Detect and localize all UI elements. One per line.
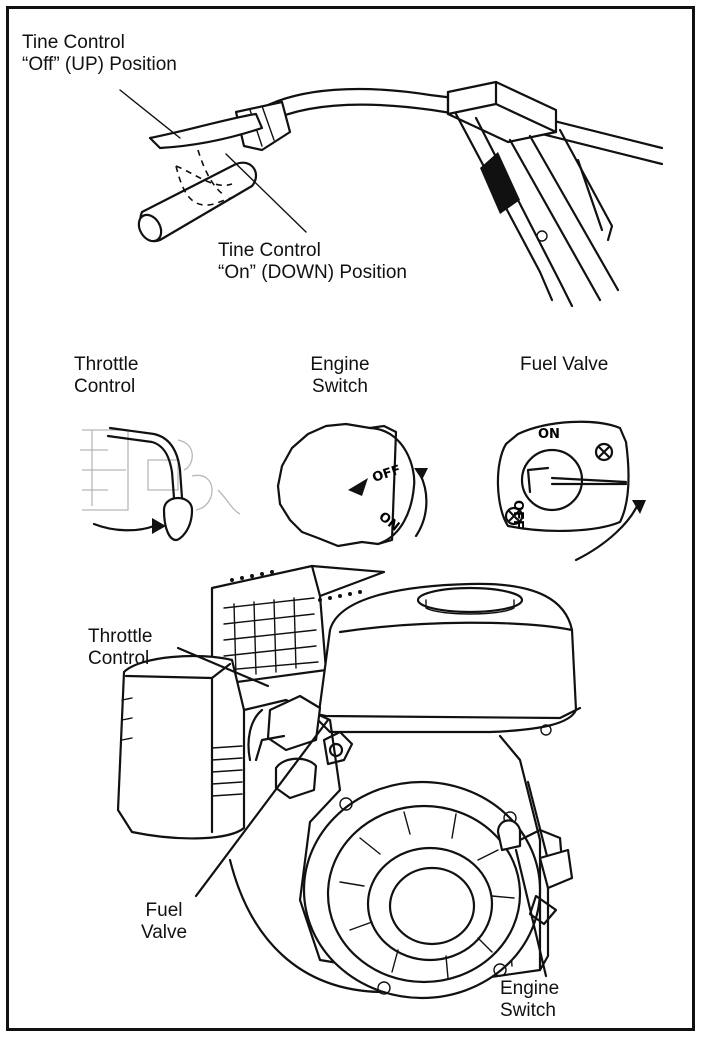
engine-switch-knob-icon: OFF ON: [276, 422, 428, 548]
engine-throttle-label-line2: Control: [88, 648, 150, 669]
throttle-lever-icon: [80, 426, 241, 542]
tine-off-label-line1: Tine Control: [22, 32, 125, 53]
diagram-frame: [6, 6, 695, 1031]
engine-fuel-label-line2: Valve: [140, 922, 188, 943]
throttle-title-line2: Control: [74, 376, 136, 397]
fuel-valve-icon: ON OFF: [496, 420, 646, 562]
valve-on-mark: ON: [538, 427, 560, 442]
engine-fuel-label-line1: Fuel: [145, 900, 183, 921]
throttle-title-line1: Throttle: [74, 354, 139, 375]
engine-throttle-label-line1: Throttle: [88, 626, 153, 647]
switch-title-line1: Engine: [310, 354, 370, 375]
tine-on-label-line1: Tine Control: [218, 240, 321, 261]
engine-icon: [116, 564, 582, 1000]
switch-title-line2: Switch: [312, 376, 368, 397]
engine-switch-label-line1: Engine: [500, 978, 560, 999]
tine-off-label-line2: “Off” (UP) Position: [22, 54, 177, 75]
engine-switch-label-line2: Switch: [500, 1000, 556, 1021]
handlebar-icon: [119, 80, 664, 308]
tine-on-label-line2: “On” (DOWN) Position: [218, 262, 407, 283]
valve-off-mark: OFF: [510, 500, 525, 529]
fuel-valve-title: Fuel Valve: [520, 354, 609, 375]
